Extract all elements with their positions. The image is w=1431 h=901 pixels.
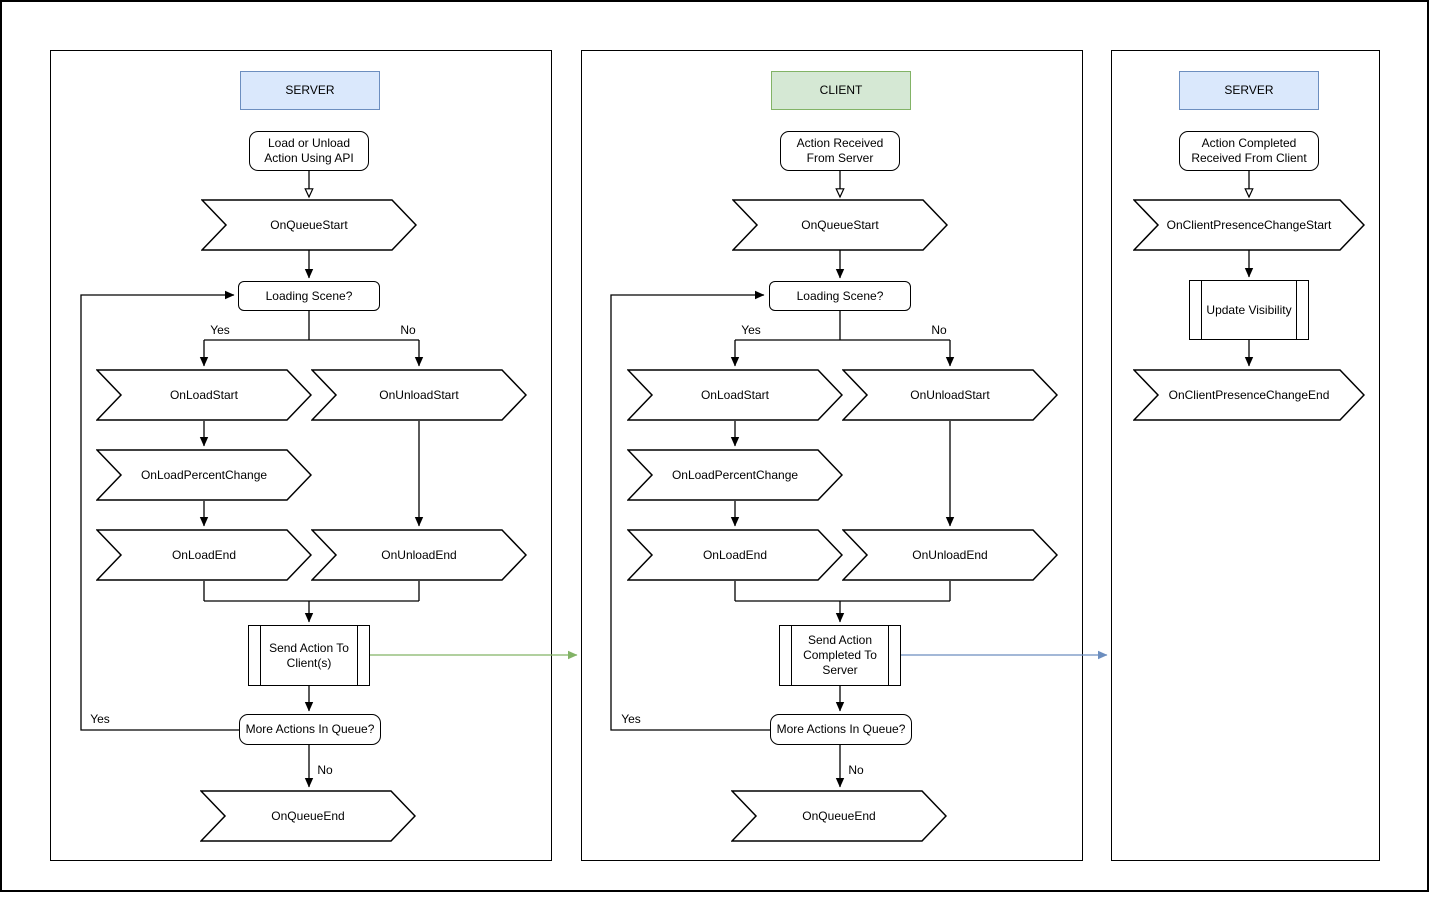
node-presencechangeend-label: OnClientPresenceChangeEnd <box>1168 387 1330 402</box>
node-start-1: Load or Unload Action Using API <box>249 131 369 171</box>
node-loadingscene-2: Loading Scene? <box>769 281 911 311</box>
node-onunloadstart-1: OnUnloadStart <box>311 369 527 421</box>
node-onqueuestart-1-label: OnQueueStart <box>270 217 348 232</box>
edge-branch-bar-1 <box>204 310 419 341</box>
edge-yes-loop-1 <box>80 290 239 731</box>
node-onloadpercentchange-2-label: OnLoadPercentChange <box>671 467 799 482</box>
node-onunloadstart-2: OnUnloadStart <box>842 369 1058 421</box>
node-updatevisibility: Update Visibility <box>1189 280 1309 340</box>
node-onqueuestart-2: OnQueueStart <box>732 199 948 251</box>
node-onloadstart-2: OnLoadStart <box>627 369 843 421</box>
node-start-3: Action Completed Received From Client <box>1179 131 1319 171</box>
header-client-label: CLIENT <box>819 83 863 97</box>
label-branch-yes-1: Yes <box>210 323 230 337</box>
node-onunloadend-1-label: OnUnloadEnd <box>381 547 457 562</box>
node-onloadpercentchange-1: OnLoadPercentChange <box>96 449 312 501</box>
node-presencechangestart-label: OnClientPresenceChangeStart <box>1166 217 1332 232</box>
node-onunloadstart-1-label: OnUnloadStart <box>379 387 459 402</box>
panel-server-presence-flow <box>1111 50 1380 861</box>
header-client: CLIENT <box>771 71 911 110</box>
node-onloadend-2: OnLoadEnd <box>627 529 843 581</box>
node-onqueueend-2: OnQueueEnd <box>731 790 947 842</box>
node-moreactions-2-label: More Actions In Queue? <box>776 722 906 736</box>
node-onunloadend-1: OnUnloadEnd <box>311 529 527 581</box>
node-sendaction-1: Send Action To Client(s) <box>248 625 370 686</box>
node-moreactions-1-label: More Actions In Queue? <box>245 722 375 736</box>
node-sendcompleted-2-label: Send Action Completed To Server <box>803 633 877 677</box>
node-onloadend-2-label: OnLoadEnd <box>702 547 768 562</box>
node-onqueueend-1: OnQueueEnd <box>200 790 416 842</box>
node-loadingscene-2-label: Loading Scene? <box>796 288 884 303</box>
edge-merge-bar-2 <box>734 581 951 602</box>
edge-branch-bar-2 <box>735 310 950 341</box>
node-onloadstart-1-label: OnLoadStart <box>169 387 239 402</box>
header-server-2-label: SERVER <box>1224 83 1274 97</box>
node-start-1-label: Load or Unload Action Using API <box>264 136 354 165</box>
node-onqueuestart-2-label: OnQueueStart <box>801 217 879 232</box>
node-onqueueend-2-label: OnQueueEnd <box>802 808 876 823</box>
node-onqueuestart-1: OnQueueStart <box>201 199 417 251</box>
node-start-2-label: Action Received From Server <box>796 136 884 165</box>
node-sendcompleted-2: Send Action Completed To Server <box>779 625 901 686</box>
node-updatevisibility-label: Update Visibility <box>1206 302 1292 317</box>
edge-merge-bar-1 <box>203 581 420 602</box>
node-loadingscene-1: Loading Scene? <box>238 281 380 311</box>
node-onqueueend-1-label: OnQueueEnd <box>271 808 345 823</box>
header-server-1-label: SERVER <box>285 83 335 97</box>
node-loadingscene-1-label: Loading Scene? <box>265 288 353 303</box>
node-start-3-label: Action Completed Received From Client <box>1191 136 1307 165</box>
node-onloadpercentchange-1-label: OnLoadPercentChange <box>140 467 268 482</box>
header-server-1: SERVER <box>240 71 380 110</box>
node-onloadstart-1: OnLoadStart <box>96 369 312 421</box>
edge-yes-loop-2 <box>610 290 770 731</box>
node-moreactions-2: More Actions In Queue? <box>770 714 912 745</box>
node-moreactions-1: More Actions In Queue? <box>239 714 381 745</box>
label-down-no-2: No <box>848 763 864 777</box>
node-onloadstart-2-label: OnLoadStart <box>700 387 770 402</box>
node-onloadend-1: OnLoadEnd <box>96 529 312 581</box>
node-start-2: Action Received From Server <box>780 131 900 171</box>
label-branch-yes-2: Yes <box>741 323 761 337</box>
node-onunloadend-2-label: OnUnloadEnd <box>912 547 988 562</box>
node-presencechangeend: OnClientPresenceChangeEnd <box>1133 369 1365 421</box>
node-onloadend-1-label: OnLoadEnd <box>171 547 237 562</box>
label-loop-yes-2: Yes <box>621 712 641 726</box>
label-branch-no-2: No <box>931 323 947 337</box>
label-down-no-1: No <box>317 763 333 777</box>
node-onunloadstart-2-label: OnUnloadStart <box>910 387 990 402</box>
node-onloadpercentchange-2: OnLoadPercentChange <box>627 449 843 501</box>
label-loop-yes-1: Yes <box>90 712 110 726</box>
node-presencechangestart: OnClientPresenceChangeStart <box>1133 199 1365 251</box>
label-branch-no-1: No <box>400 323 416 337</box>
node-onunloadend-2: OnUnloadEnd <box>842 529 1058 581</box>
node-sendaction-1-label: Send Action To Client(s) <box>269 640 349 670</box>
header-server-2: SERVER <box>1179 71 1319 110</box>
